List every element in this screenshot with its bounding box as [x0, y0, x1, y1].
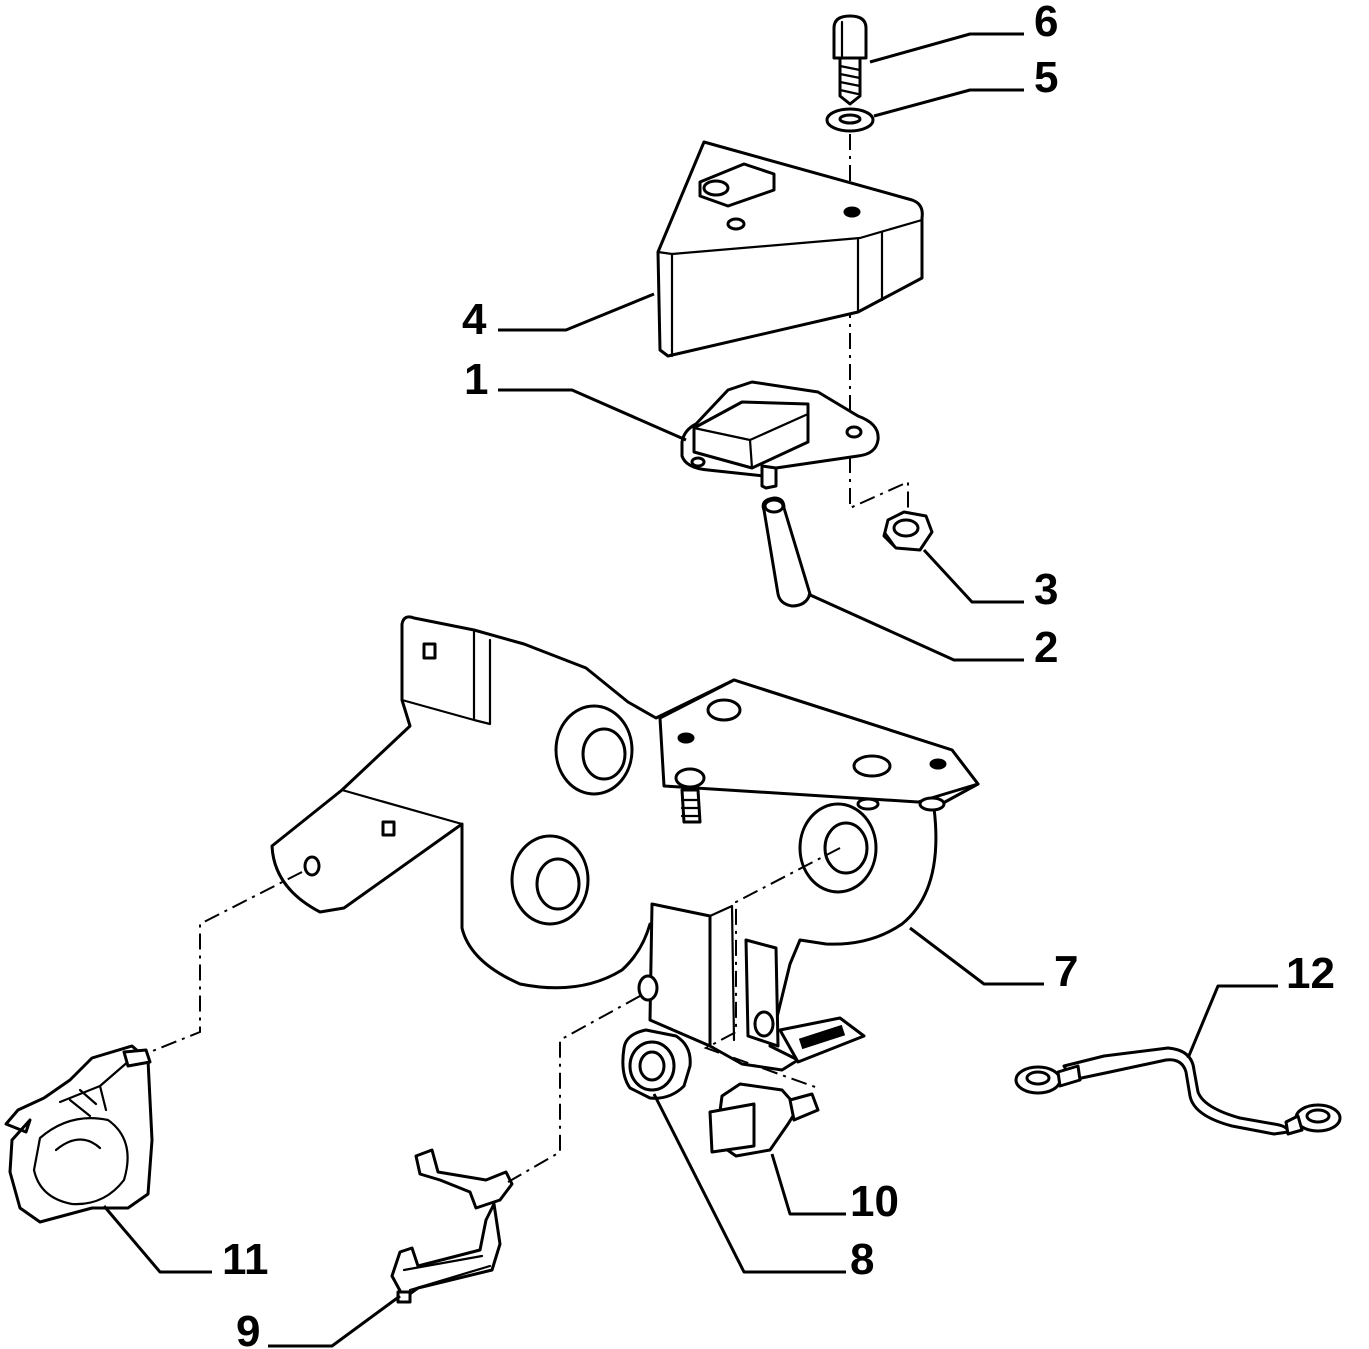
leader-9	[268, 1294, 401, 1348]
part-6-screw	[832, 14, 868, 106]
part-12-ground-strap	[1014, 1046, 1342, 1136]
axis-line-nut	[703, 847, 841, 1089]
part-9-clip	[390, 1148, 514, 1304]
leader-lines	[102, 32, 1278, 1348]
callout-9: 9	[236, 1307, 260, 1349]
part-8-nut	[621, 1028, 692, 1100]
leader-11	[102, 1205, 212, 1274]
axis-line-clip	[507, 995, 641, 1183]
callout-6: 6	[1034, 0, 1058, 46]
callout-7: 7	[1054, 947, 1078, 996]
leader-10	[770, 1153, 846, 1216]
callout-3: 3	[1034, 565, 1058, 614]
callout-2: 2	[1034, 623, 1058, 672]
leader-6	[869, 32, 1024, 64]
part-7-bracket	[270, 615, 980, 1072]
part-1-regulator	[680, 380, 880, 490]
callout-4: 4	[462, 295, 487, 344]
axis-line-fastener	[849, 134, 909, 510]
callout-11: 11	[222, 1235, 269, 1284]
leader-3	[922, 548, 1024, 604]
callout-labels: 6 5 4 1 3 2 7 12 10 8 11 9	[222, 0, 1335, 1349]
leader-12	[1186, 984, 1278, 1059]
callout-10: 10	[850, 1177, 899, 1226]
callout-12: 12	[1286, 949, 1335, 998]
leader-2	[807, 592, 1024, 662]
leader-8	[652, 1093, 846, 1274]
part-10-sensor	[708, 1082, 820, 1158]
part-11-holder	[4, 1044, 154, 1224]
part-4-cover	[656, 140, 924, 358]
axis-line-holder	[149, 871, 303, 1053]
leader-4	[498, 292, 655, 332]
leader-7	[909, 926, 1044, 986]
part-2-hose	[761, 496, 812, 608]
callout-8: 8	[850, 1235, 874, 1284]
leader-1	[498, 388, 687, 442]
part-5-washer	[825, 107, 875, 133]
callout-1: 1	[464, 355, 488, 404]
leader-5	[873, 88, 1024, 118]
part-3-nut	[882, 510, 934, 552]
callout-5: 5	[1034, 53, 1058, 102]
